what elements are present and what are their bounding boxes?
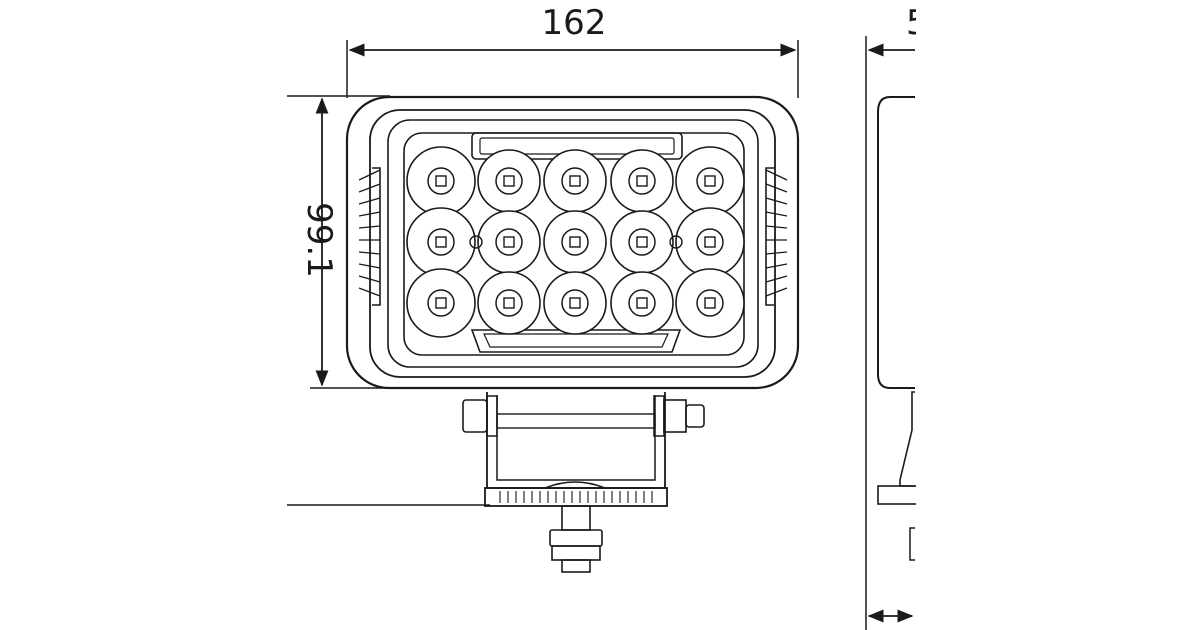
led-2-1 bbox=[406, 207, 476, 277]
bottom-light-bar-inner bbox=[483, 333, 669, 348]
bottom-stud-end bbox=[561, 559, 591, 573]
bracket-axle bbox=[496, 413, 656, 429]
led-grid bbox=[406, 146, 745, 338]
mounting-bracket bbox=[462, 392, 705, 573]
side-stud bbox=[909, 527, 915, 561]
right-nut bbox=[663, 399, 687, 433]
led-3-1 bbox=[406, 268, 476, 338]
led-1-3 bbox=[543, 149, 607, 213]
side-bracket bbox=[899, 391, 915, 487]
front-housing bbox=[345, 95, 800, 390]
width-label: 162 bbox=[542, 3, 607, 43]
left-bolt-head bbox=[462, 399, 488, 433]
bottom-light-bar bbox=[470, 329, 682, 353]
width-dimension: 162 bbox=[346, 3, 799, 98]
side-base-plate bbox=[877, 485, 919, 505]
led-2-4 bbox=[610, 210, 674, 274]
housing-outer bbox=[345, 95, 800, 390]
side-housing bbox=[877, 96, 915, 389]
led-1-1 bbox=[406, 146, 476, 216]
led-1-2 bbox=[477, 149, 541, 213]
led-1-5 bbox=[675, 146, 745, 216]
bottom-stud bbox=[561, 505, 591, 531]
indicator-dot-right bbox=[669, 235, 683, 249]
base-plate bbox=[484, 487, 668, 507]
bracket-u-inner bbox=[496, 395, 656, 481]
led-3-2 bbox=[477, 271, 541, 335]
base-bump bbox=[544, 481, 606, 489]
housing-inner-2 bbox=[387, 119, 759, 368]
height-dimension: 99.1 bbox=[287, 95, 390, 389]
bottom-washer bbox=[551, 545, 601, 561]
bracket-u bbox=[486, 392, 666, 489]
base-grooves bbox=[499, 491, 653, 503]
right-bolt-end bbox=[685, 404, 705, 428]
led-1-4 bbox=[610, 149, 674, 213]
crop-mask bbox=[916, 0, 1200, 630]
housing-inner-1 bbox=[369, 109, 776, 378]
led-2-3 bbox=[543, 210, 607, 274]
right-cooling-fins bbox=[765, 167, 788, 306]
led-2-2 bbox=[477, 210, 541, 274]
bottom-nut bbox=[549, 529, 603, 547]
left-washer bbox=[486, 395, 498, 437]
led-3-5 bbox=[675, 268, 745, 338]
led-3-4 bbox=[610, 271, 674, 335]
led-2-5 bbox=[675, 207, 745, 277]
height-label: 99.1 bbox=[299, 202, 339, 278]
indicator-dot-left bbox=[469, 235, 483, 249]
left-cooling-fins bbox=[358, 167, 381, 306]
led-3-3 bbox=[543, 271, 607, 335]
